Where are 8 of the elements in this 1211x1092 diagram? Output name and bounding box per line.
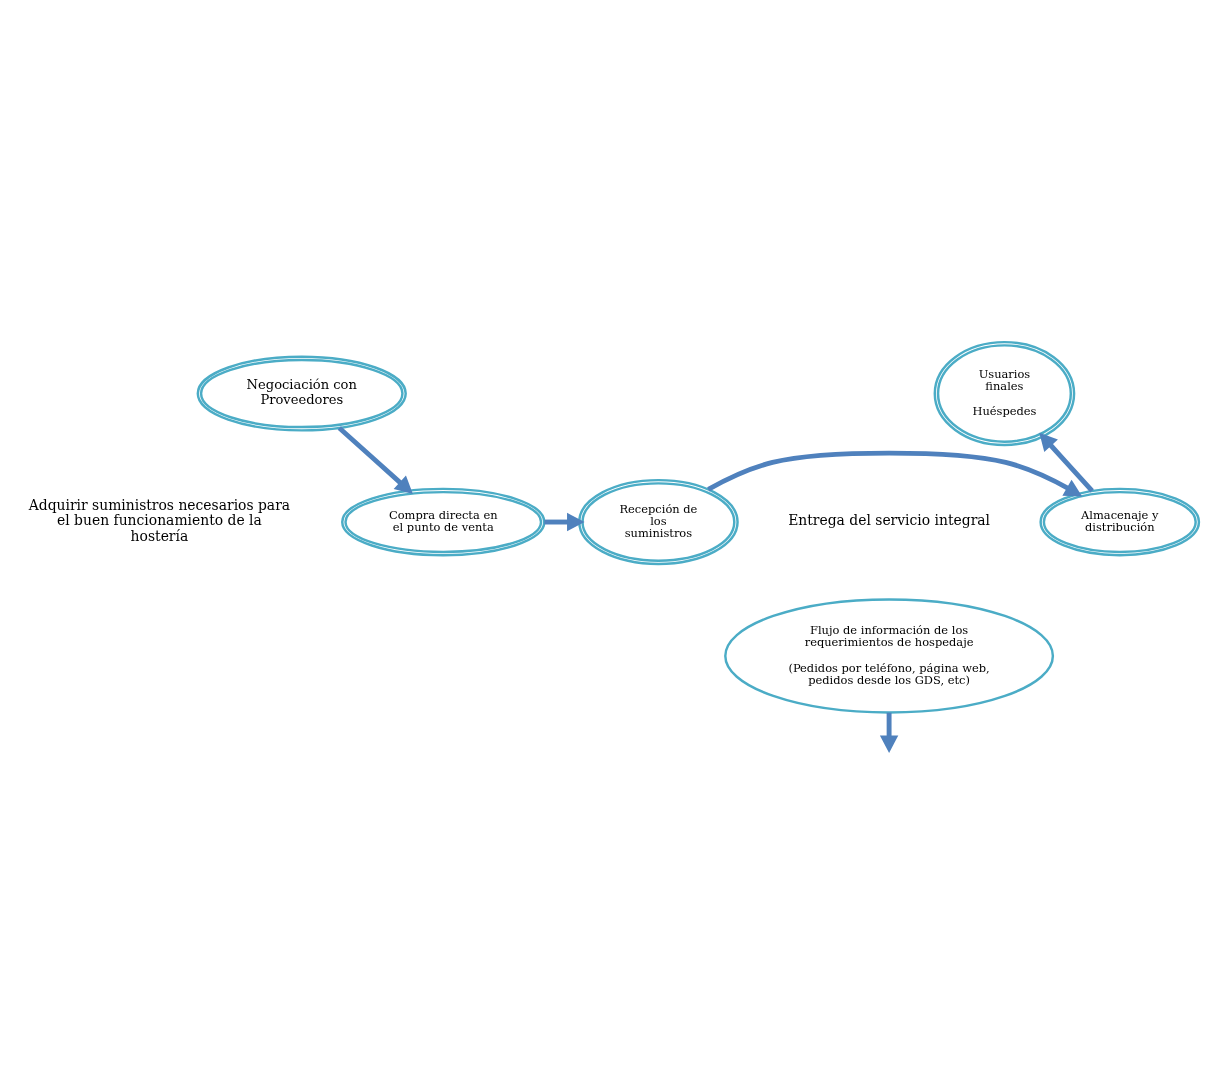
label: Adquirir suministros necesarios para el buen funcionamiento de la hostería [28, 496, 291, 544]
arrow [337, 425, 413, 494]
arrow [879, 712, 899, 753]
label: Entrega del servicio integral [788, 511, 991, 528]
arrow [1039, 432, 1094, 492]
arrow [707, 450, 1083, 496]
node-ellipse: Flujo de información de los requerimientos de hospedaje (Pedidos por teléfono, página web, pedidos desde los GDS, etc) [724, 597, 1055, 714]
arrow [544, 512, 585, 531]
